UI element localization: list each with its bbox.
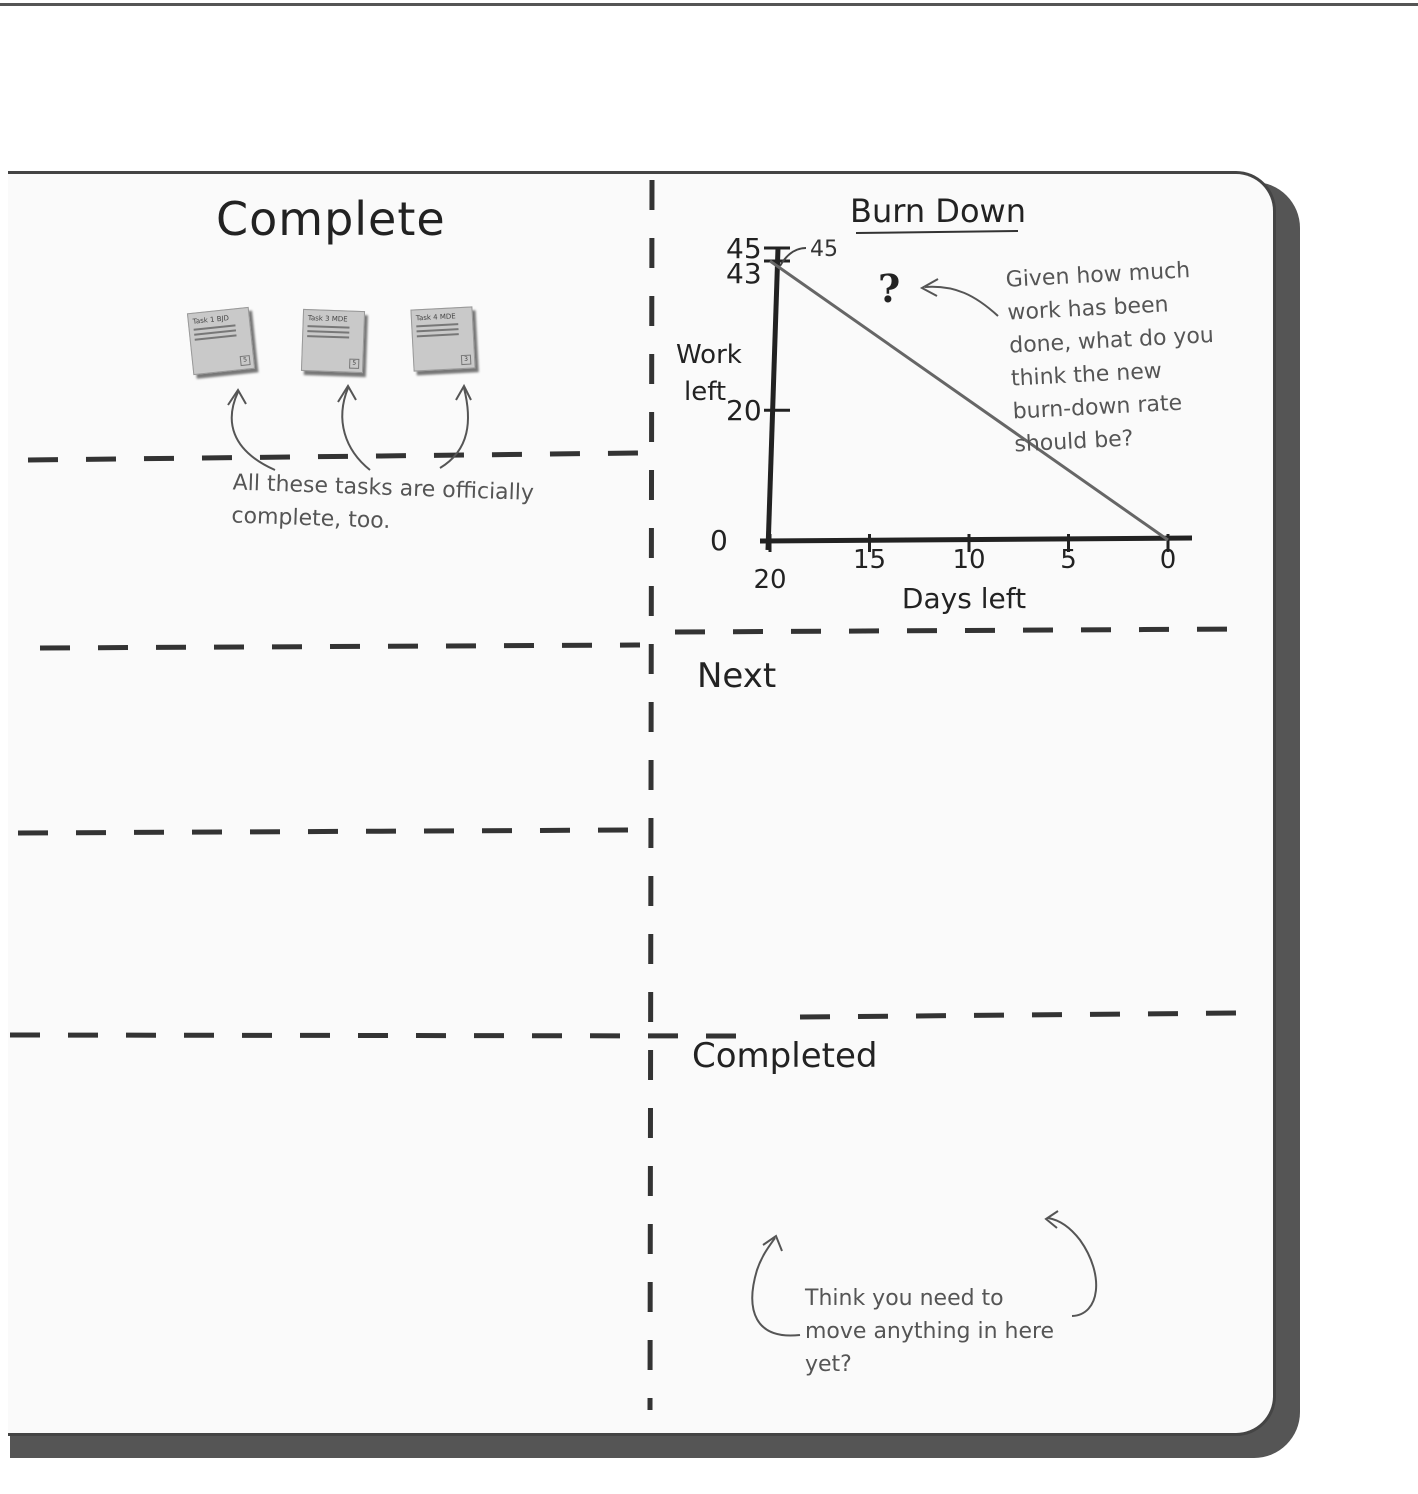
divider-next-right — [674, 626, 1251, 635]
chart-title-underline — [855, 230, 1019, 234]
y-axis — [765, 247, 781, 551]
question-mark: ? — [878, 266, 900, 311]
y-tick-label: 43 — [726, 257, 762, 290]
completed-header: Completed — [692, 1036, 878, 1076]
arrow-move-left-head — [762, 1234, 783, 1252]
x-tick-label: 15 — [853, 545, 886, 575]
x-axis-label: Days left — [902, 582, 1026, 615]
y-tick-label: 0 — [710, 524, 728, 557]
x-tick-label: 0 — [1160, 545, 1177, 575]
arrow-task-3 — [439, 387, 470, 469]
arrow-move-left — [751, 1237, 801, 1337]
arrow-task-2 — [341, 387, 371, 471]
burn-down-question-note: Given how much work has been done, what … — [1005, 258, 1215, 458]
arrow-question-head — [919, 278, 939, 297]
divider-completed-left — [9, 1032, 751, 1039]
annotation-label: 45 — [810, 237, 838, 262]
y-axis-label-line-2: left — [684, 377, 726, 407]
top-rule — [0, 3, 1418, 6]
arrow-move-right — [1047, 1217, 1098, 1317]
divider-mid-left — [17, 827, 631, 836]
y-tick-label: 45 — [726, 232, 762, 265]
arrow-task-1 — [230, 391, 276, 471]
x-tick-label: 10 — [952, 545, 985, 575]
arrow-task-3-head — [455, 383, 472, 401]
arrow-task-1-head — [227, 388, 247, 406]
x-axis — [759, 535, 1193, 544]
move-anything-note: Think you need to move anything in here … — [805, 1286, 1055, 1377]
chart-title: Burn Down — [850, 192, 1026, 230]
next-header: Next — [697, 656, 777, 696]
divider-next-left — [39, 642, 641, 651]
x-tick-label: 5 — [1060, 545, 1077, 575]
divider-complete — [27, 450, 641, 463]
arrow-task-2-head — [337, 384, 357, 403]
divider-completed-right — [799, 1010, 1241, 1020]
arrow-question — [924, 285, 999, 317]
y-axis-label-line-1: Work — [676, 340, 742, 370]
complete-title: Complete — [216, 192, 446, 246]
annotation-pointer — [779, 247, 807, 267]
burn-down-line — [769, 259, 1169, 542]
y-tick-label: 20 — [726, 394, 762, 427]
x-tick-label: 20 — [753, 565, 786, 595]
arrow-move-right-head — [1044, 1210, 1059, 1229]
